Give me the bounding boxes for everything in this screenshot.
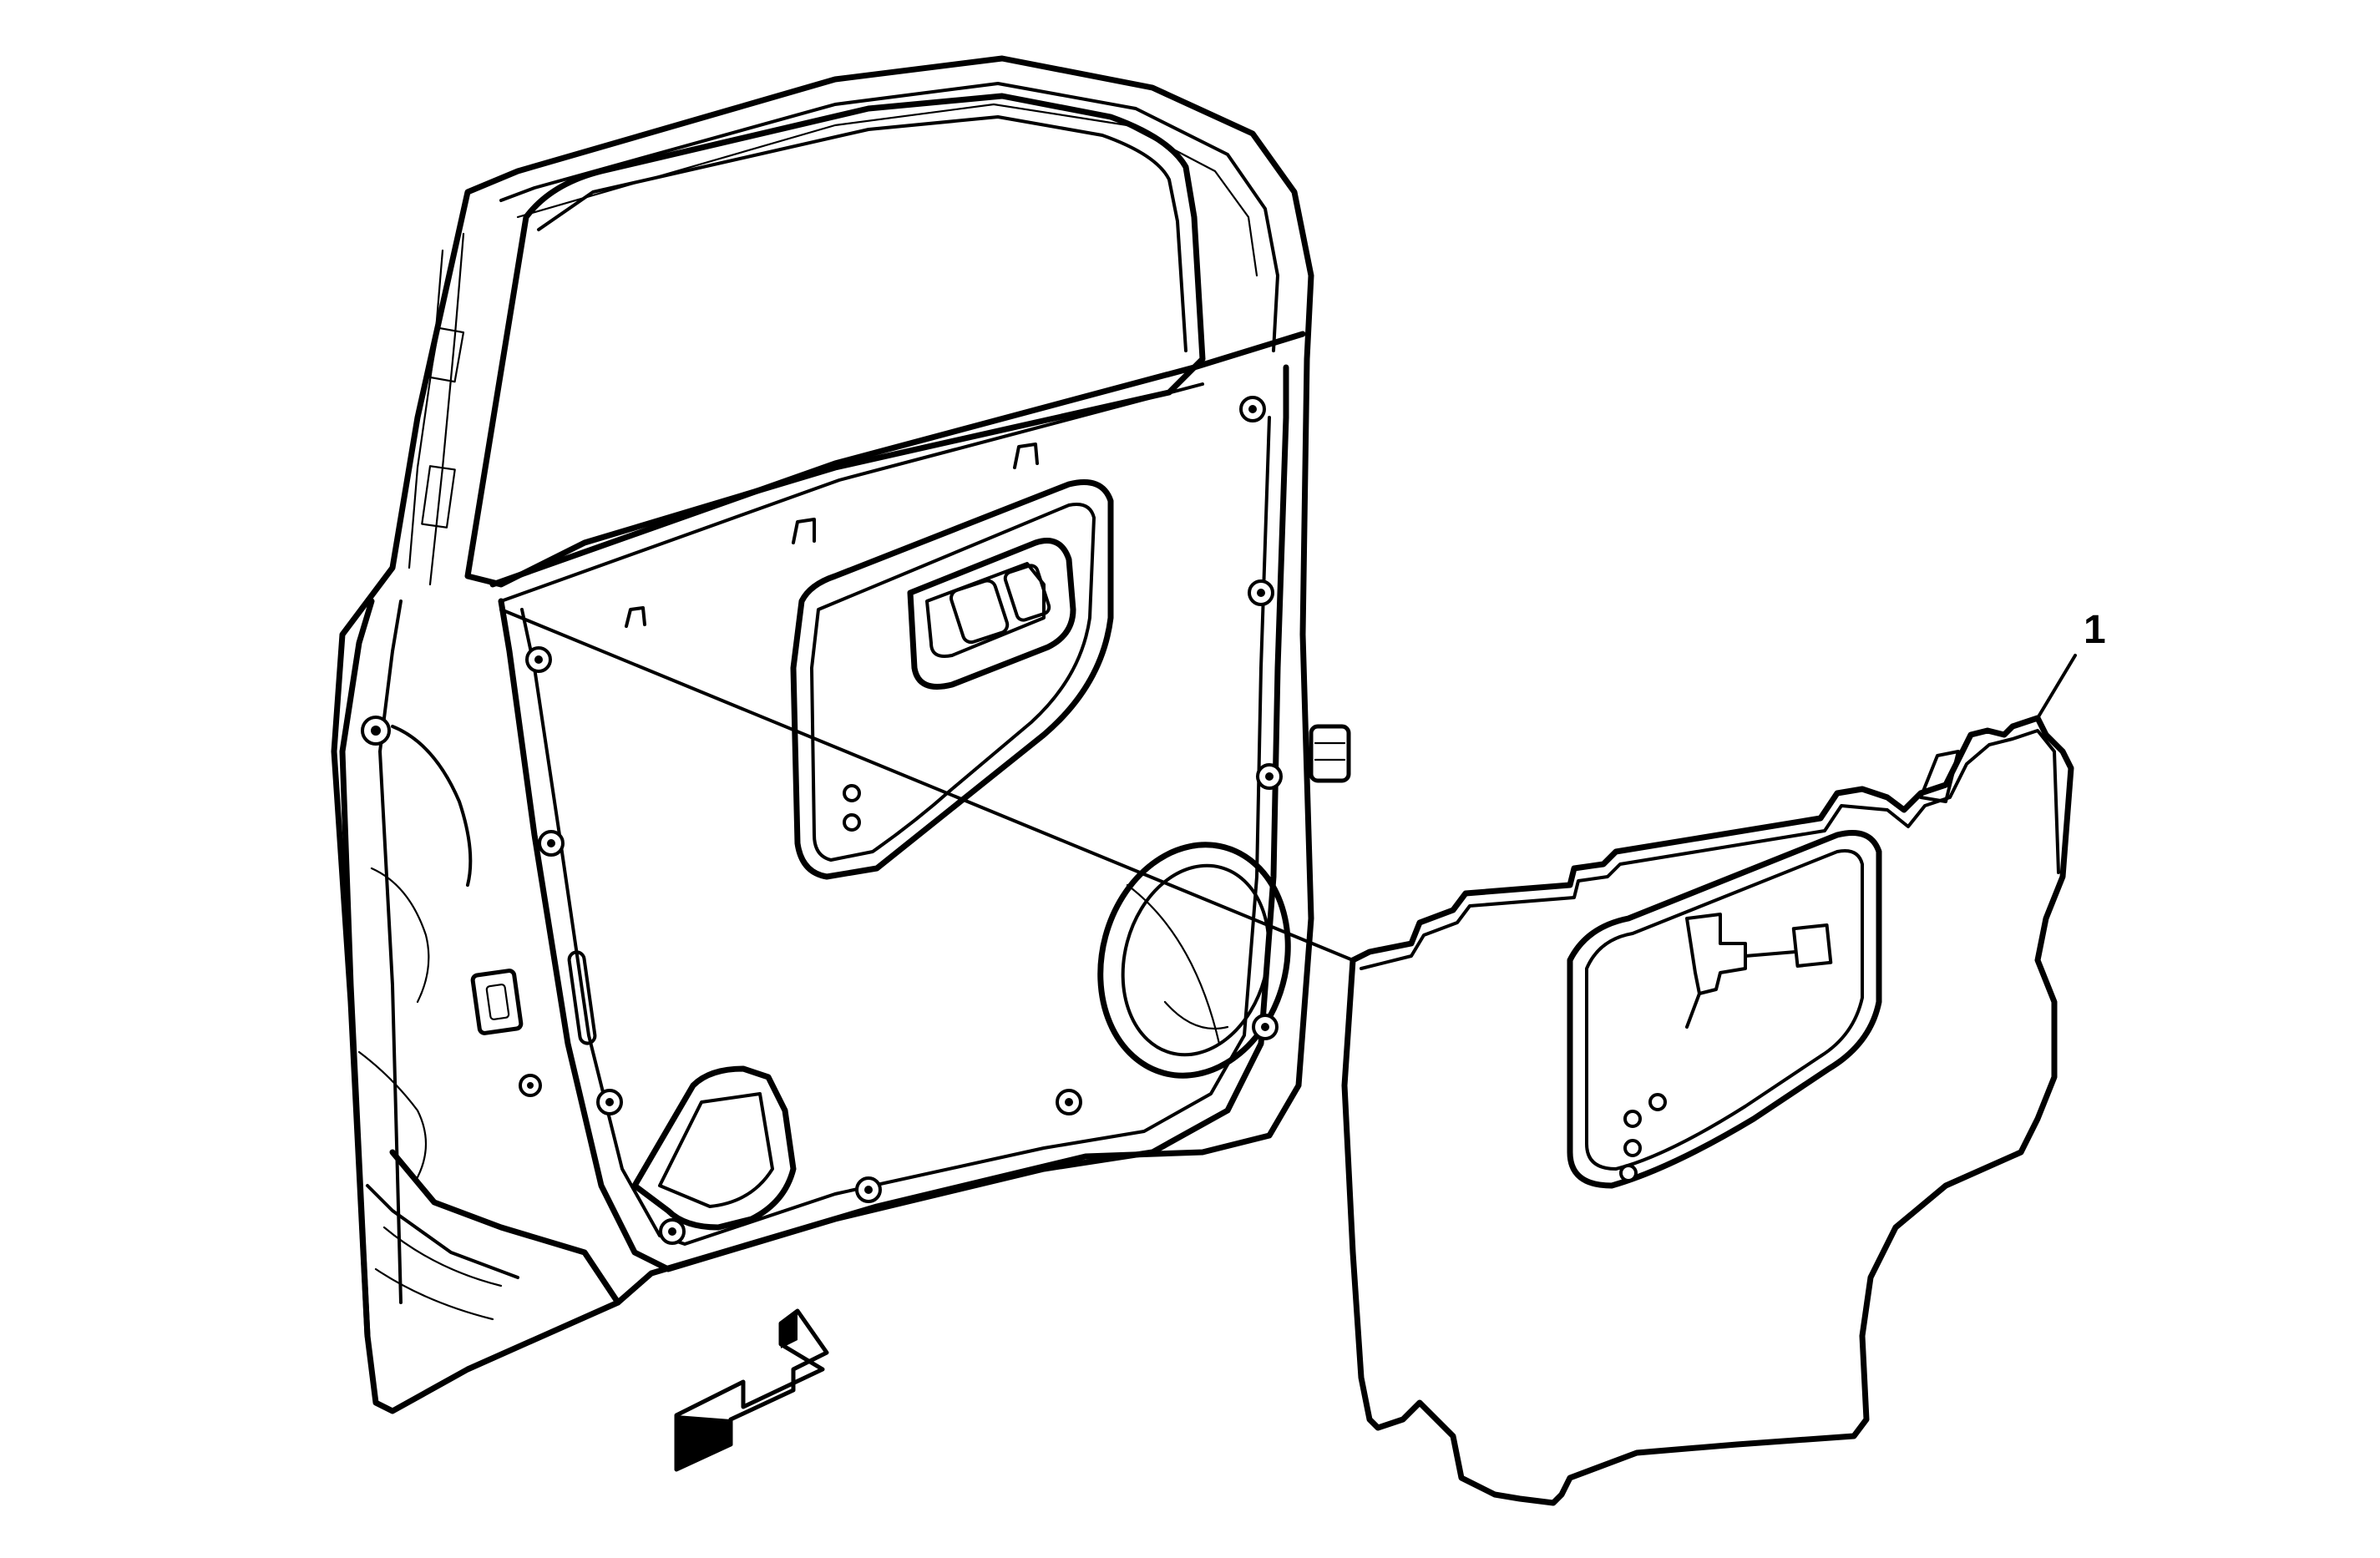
wiring-connector bbox=[1309, 724, 1351, 783]
leader-line bbox=[499, 608, 1355, 962]
inner-panel bbox=[498, 364, 1289, 1272]
speaker-opening bbox=[1097, 842, 1291, 1079]
trim-recess bbox=[790, 479, 1114, 880]
water-deflector-panel bbox=[1341, 715, 2074, 1506]
callout-1-label: 1 bbox=[2084, 608, 2106, 652]
door-fasteners bbox=[361, 396, 1283, 1245]
window-frame-inner bbox=[499, 82, 1279, 352]
door-assembly bbox=[331, 55, 1351, 1414]
map-pocket bbox=[631, 1065, 797, 1231]
window-opening bbox=[464, 93, 1206, 588]
window-frame-outer bbox=[331, 55, 1314, 1414]
callout-1: 1 bbox=[2036, 608, 2106, 720]
forward-direction-arrow-icon bbox=[674, 1308, 829, 1472]
belt-line bbox=[489, 331, 1306, 588]
latch-mechanism bbox=[470, 969, 524, 1035]
